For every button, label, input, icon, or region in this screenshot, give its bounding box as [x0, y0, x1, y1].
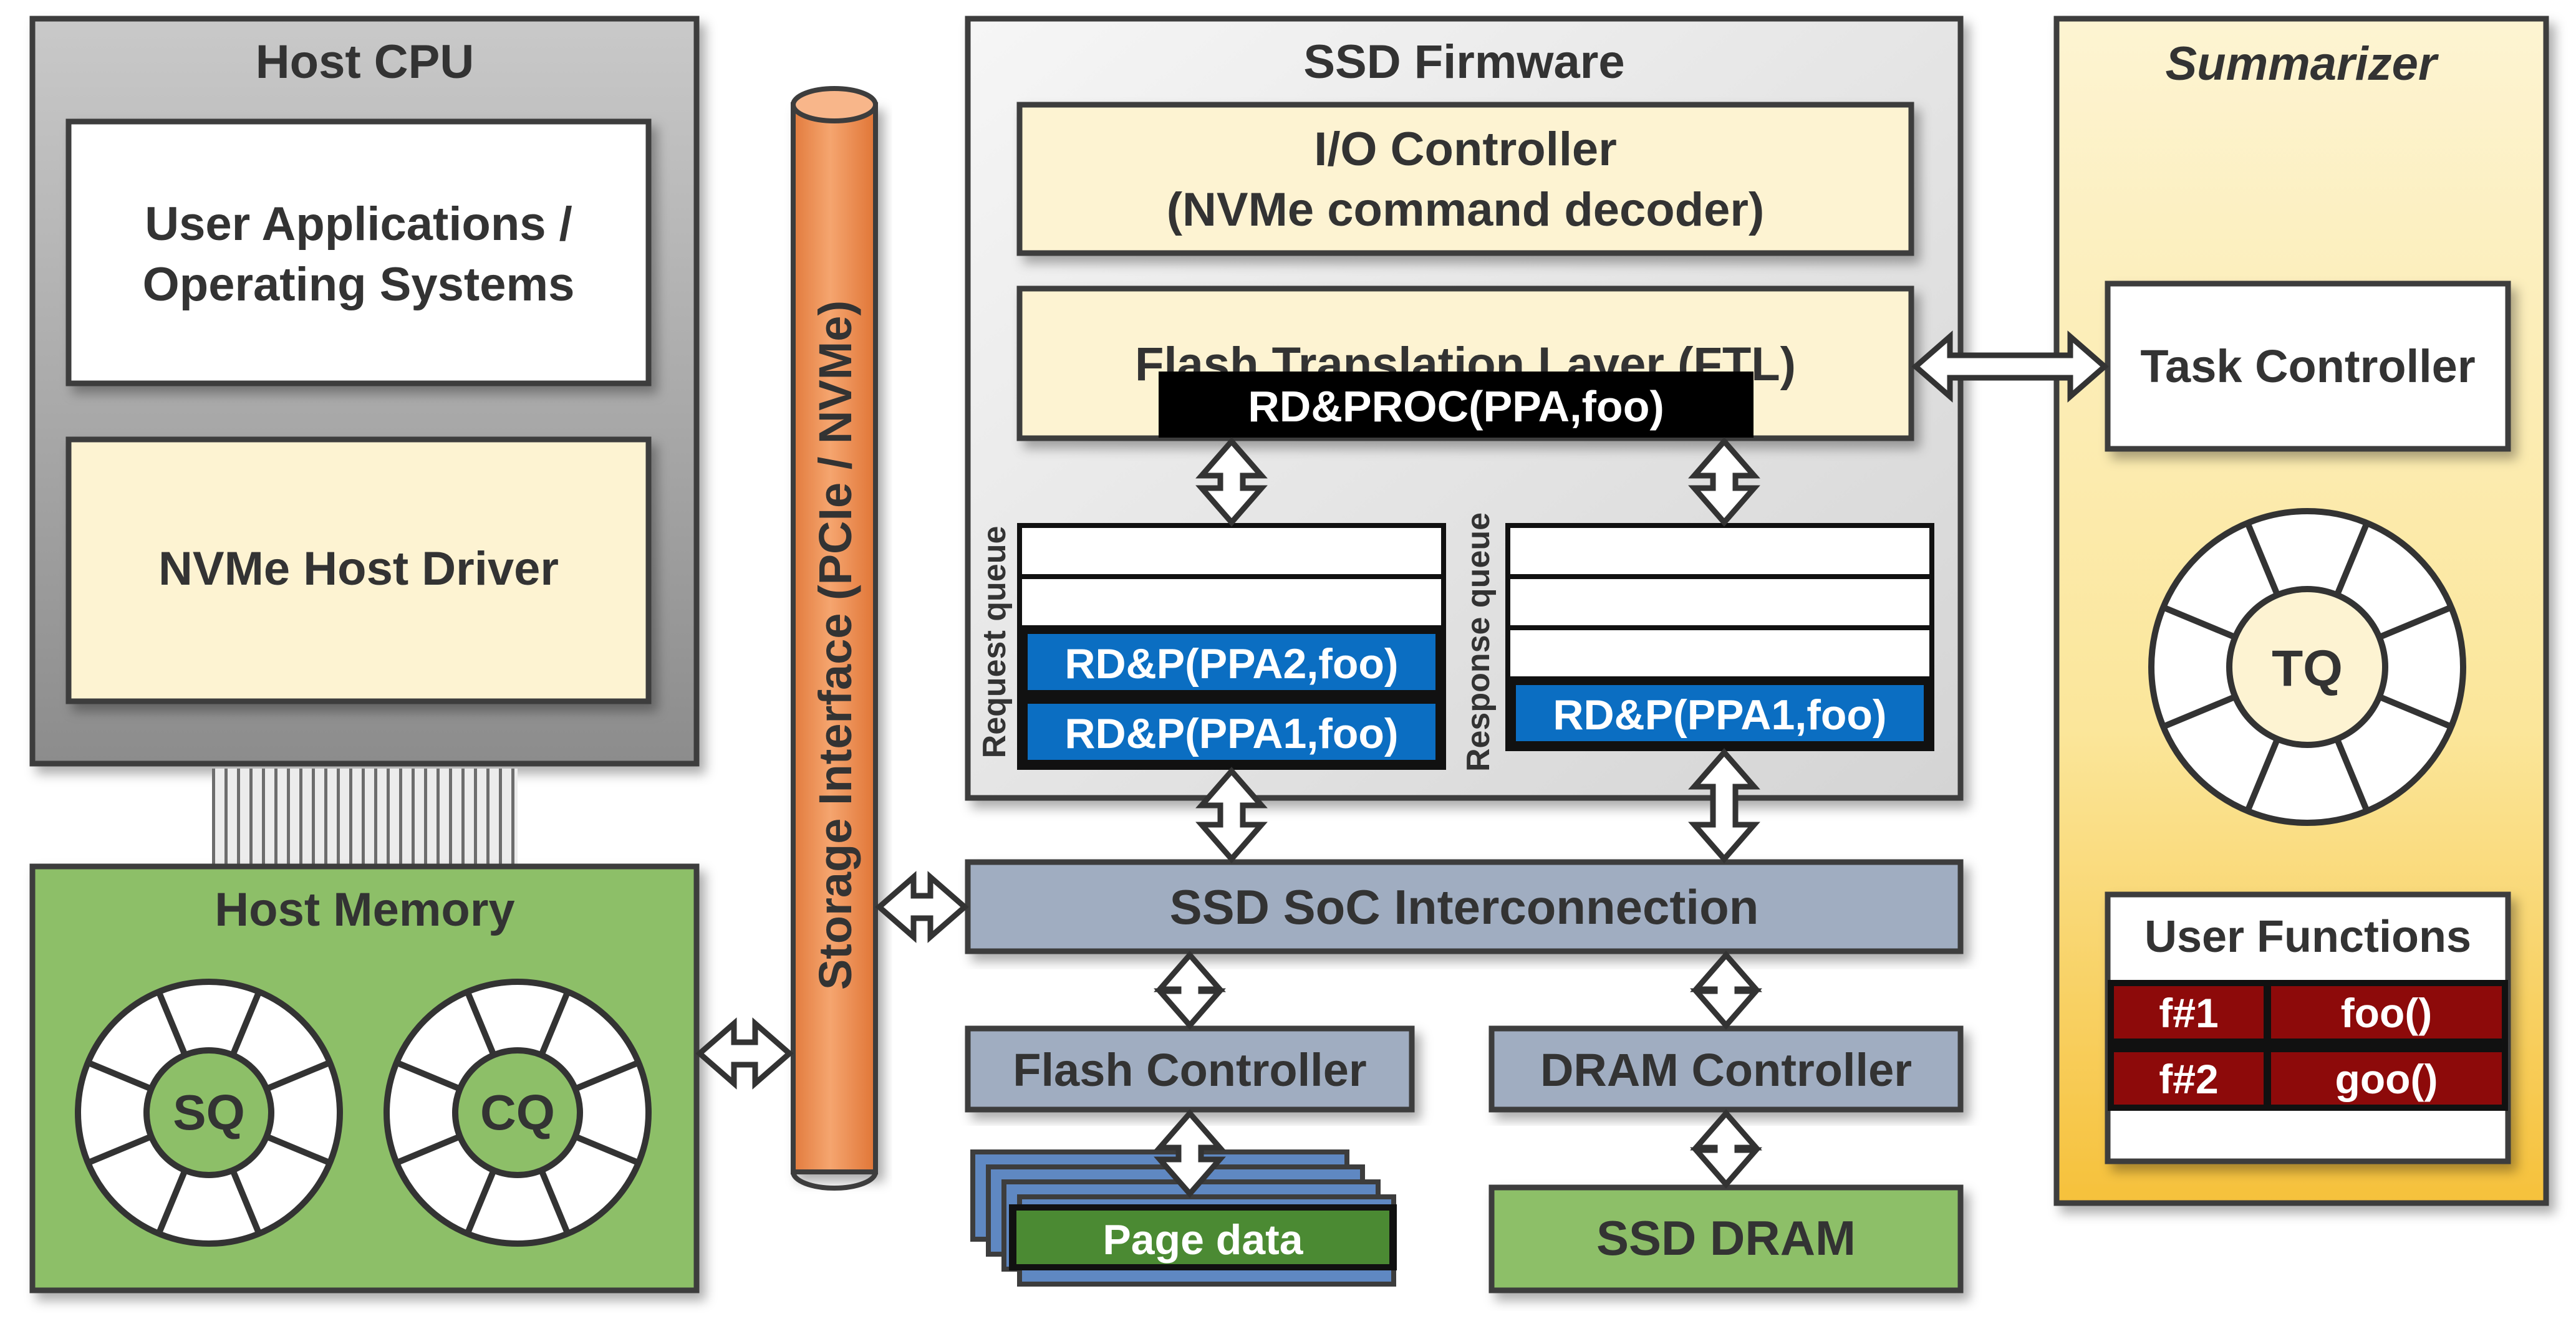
- user-applications-line-1: User Applications /: [145, 198, 572, 251]
- user-applications-line-2: Operating Systems: [143, 258, 575, 311]
- table-row: f#2 goo(): [2114, 1052, 2502, 1105]
- request-queue: Request queue RD&P(PPA2,foo) RD&P(PPA1,f…: [977, 523, 1446, 770]
- storage-interface-pipe: Storage Interface (PCIe / NVMe): [791, 86, 878, 1191]
- double-arrow: [1195, 437, 1268, 527]
- flash-controller-box: Flash Controller: [965, 1025, 1415, 1113]
- table-row: f#1 foo(): [2114, 986, 2502, 1039]
- response-queue-label: Response queue: [1460, 512, 1497, 772]
- dram-controller-box: DRAM Controller: [1488, 1025, 1964, 1113]
- task-controller-box: Task Controller: [2105, 281, 2511, 452]
- user-function-name: goo(): [2335, 1056, 2438, 1102]
- tq-label: TQ: [2272, 640, 2343, 697]
- user-function-id: f#2: [2159, 1056, 2218, 1102]
- cq-label: CQ: [480, 1085, 555, 1140]
- double-arrow: [1688, 748, 1760, 863]
- ssd-dram-label: SSD DRAM: [1596, 1211, 1856, 1265]
- nvme-host-driver-box: NVMe Host Driver: [65, 436, 652, 704]
- io-controller-line-2: (NVMe command decoder): [1167, 183, 1765, 236]
- request-queue-entry: RD&P(PPA2,foo): [1064, 640, 1398, 688]
- cpu-memory-bus: [212, 769, 518, 866]
- user-function-name: foo(): [2341, 990, 2433, 1036]
- host-memory-title: Host Memory: [215, 883, 514, 936]
- storage-interface-label: Storage Interface (PCIe / NVMe): [809, 300, 861, 990]
- host-cpu-title: Host CPU: [256, 36, 474, 89]
- double-arrow: [695, 1017, 794, 1090]
- io-controller-line-1: I/O Controller: [1314, 123, 1617, 176]
- request-queue-label: Request queue: [977, 526, 1013, 759]
- ftl-command-badge: [1159, 372, 1754, 438]
- double-arrow: [1154, 1109, 1226, 1198]
- double-arrow: [1688, 437, 1760, 527]
- ssd-firmware-panel: SSD Firmware I/O Controller (NVMe comman…: [965, 16, 1964, 801]
- user-functions-table: User Functions f#1 foo() f#2 goo(): [2105, 891, 2511, 1164]
- user-applications-box: User Applications / Operating Systems: [65, 118, 652, 386]
- connection-arrows: [695, 330, 2109, 1198]
- ftl-command-text: RD&PROC(PPA,foo): [1248, 382, 1664, 431]
- request-queue-entry: RD&P(PPA1,foo): [1064, 710, 1398, 757]
- page-data-label: Page data: [1102, 1216, 1303, 1264]
- nvme-host-driver-label: NVMe Host Driver: [158, 542, 559, 595]
- tq-ring: [2148, 508, 2466, 826]
- soc-interconnect-label: SSD SoC Interconnection: [1170, 880, 1759, 934]
- response-queue: Response queue RD&P(PPA1,foo): [1460, 512, 1934, 772]
- double-arrow: [1911, 330, 2109, 403]
- task-controller-label: Task Controller: [2140, 340, 2475, 392]
- io-controller-box: I/O Controller (NVMe command decoder): [1016, 102, 1914, 256]
- ssd-dram-box: SSD DRAM: [1488, 1184, 1964, 1293]
- double-arrow: [875, 871, 969, 943]
- host-memory-panel: Host Memory SQ CQ: [29, 863, 700, 1293]
- page-data-stack: Page data: [970, 1149, 1397, 1287]
- summarizer-title: Summarizer: [2165, 37, 2439, 90]
- user-functions-title: User Functions: [2144, 912, 2471, 962]
- ssd-firmware-title: SSD Firmware: [1303, 36, 1624, 89]
- host-cpu-panel: Host CPU User Applications / Operating S…: [29, 16, 700, 767]
- double-arrow: [1195, 767, 1268, 863]
- double-arrow: [1154, 951, 1226, 1030]
- double-arrow: [1690, 951, 1762, 1030]
- dram-controller-label: DRAM Controller: [1540, 1044, 1912, 1096]
- user-function-id: f#1: [2159, 990, 2218, 1036]
- double-arrow: [1690, 1109, 1762, 1189]
- summarizer-panel: Summarizer Task Controller TQ User Funct…: [2053, 16, 2549, 1206]
- sq-ring: [75, 979, 343, 1247]
- soc-interconnect-box: SSD SoC Interconnection: [965, 859, 1964, 954]
- flash-controller-label: Flash Controller: [1013, 1044, 1366, 1096]
- sq-label: SQ: [173, 1085, 245, 1140]
- ftl-box: Flash Translation Layer (FTL) RD&PROC(PP…: [1016, 285, 1914, 441]
- cq-ring: [384, 979, 652, 1247]
- response-queue-entry: RD&P(PPA1,foo): [1553, 691, 1886, 739]
